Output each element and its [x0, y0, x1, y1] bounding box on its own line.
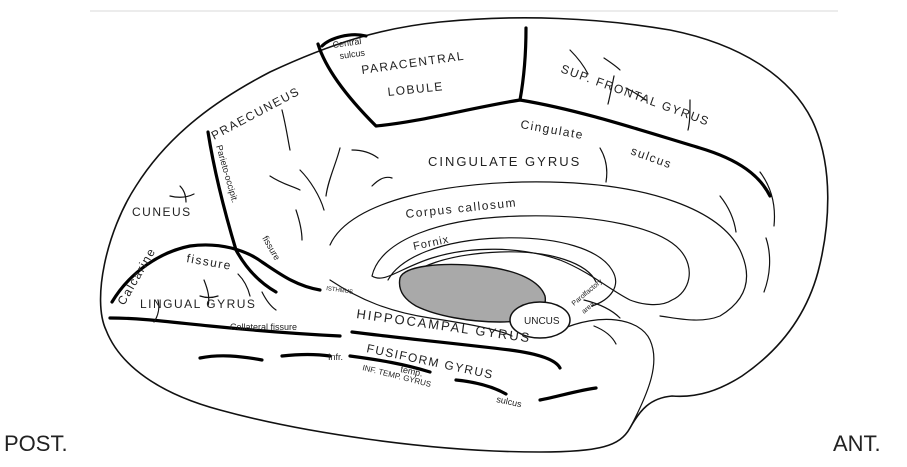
cingulate-gyrus-label: CINGULATE GYRUS — [428, 154, 581, 169]
cuneus-label: CUNEUS — [132, 205, 192, 219]
hemisphere-outline — [101, 18, 828, 452]
posterior-label: POST. — [4, 431, 68, 457]
lingual-gyrus-label: LINGUAL GYRUS — [140, 297, 256, 311]
collateral-fissure-label: Collateral fissure — [230, 322, 297, 332]
anterior-label: ANT. — [833, 431, 881, 457]
uncus-label: UNCUS — [524, 316, 560, 327]
inf-temp-sulcus-label-line1: Infr. — [328, 352, 343, 362]
